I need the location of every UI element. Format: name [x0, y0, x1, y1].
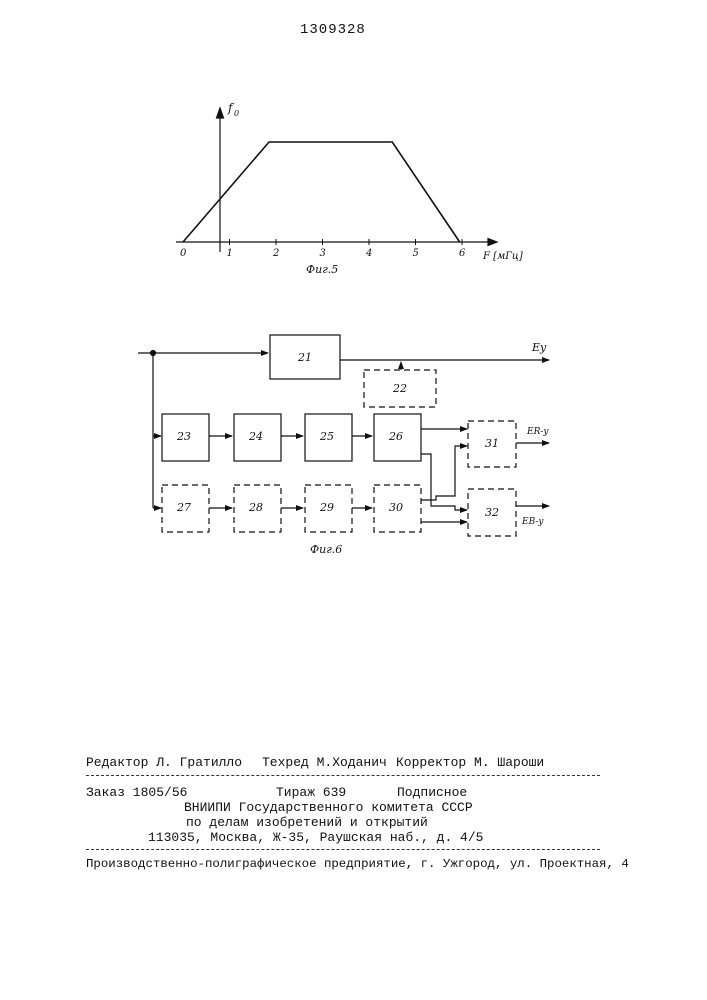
figure-5-caption: Фиг.5 — [306, 263, 338, 276]
x-tick-label-0: 0 — [180, 248, 187, 259]
block-31-label: 31 — [485, 437, 499, 450]
output-ey-label: Eу — [531, 341, 547, 354]
block-30-label: 30 — [389, 501, 403, 514]
block-27-label: 27 — [176, 501, 191, 514]
response-curve — [183, 142, 460, 242]
institute-address: 113035, Москва, Ж-35, Раушская наб., д. … — [148, 830, 483, 845]
block-23-label: 23 — [176, 430, 191, 443]
block-32-label: 32 — [485, 506, 499, 519]
figure-6-caption: Фиг.6 — [310, 543, 342, 556]
block-22-label: 22 — [392, 382, 407, 395]
order-number: Заказ 1805/56 — [86, 785, 187, 800]
x-axis-arrow — [488, 239, 497, 246]
circulation: Тираж 639 — [276, 785, 346, 800]
committee-name: по делам изобретений и открытий — [186, 815, 428, 830]
divider-1 — [86, 775, 600, 776]
x-tick-label-2: 2 — [272, 248, 279, 259]
x-tick-label-5: 5 — [413, 248, 419, 259]
y-axis-arrow — [217, 108, 224, 118]
block-24-label: 24 — [248, 430, 263, 443]
tech-editor-credit: Техред М.Ходанич — [262, 755, 387, 770]
x-axis-label: F [мГц] — [482, 251, 523, 262]
editor-credit: Редактор Л. Гратилло — [86, 755, 242, 770]
block-25-label: 25 — [319, 430, 334, 443]
output-ery-label: ER-у — [526, 427, 549, 437]
x-tick-label-4: 4 — [365, 248, 372, 259]
x-tick-label-3: 3 — [320, 248, 326, 259]
output-eby-label: EB-у — [521, 517, 544, 527]
figure-6-block-diagram: 21 22 23 24 25 26 27 28 29 30 31 32 Eу E… — [0, 320, 707, 560]
block-26-label: 26 — [388, 430, 403, 443]
divider-2 — [86, 849, 600, 850]
block-29-label: 29 — [319, 501, 334, 514]
corrector-credit: Корректор М. Шароши — [396, 755, 544, 770]
block-21-label: 21 — [297, 351, 312, 364]
wire-26-32 — [421, 454, 467, 510]
patent-number: 1309328 — [300, 22, 366, 38]
subscription-note: Подписное — [397, 785, 467, 800]
institute-name: ВНИИПИ Государственного комитета СССР — [184, 800, 473, 815]
x-tick-label-1: 1 — [227, 248, 233, 259]
y-axis-subscript: 0 — [234, 109, 239, 118]
x-tick-label-6: 6 — [459, 248, 466, 259]
block-28-label: 28 — [248, 501, 263, 514]
printer-info: Производственно-полиграфическое предприя… — [86, 857, 629, 871]
